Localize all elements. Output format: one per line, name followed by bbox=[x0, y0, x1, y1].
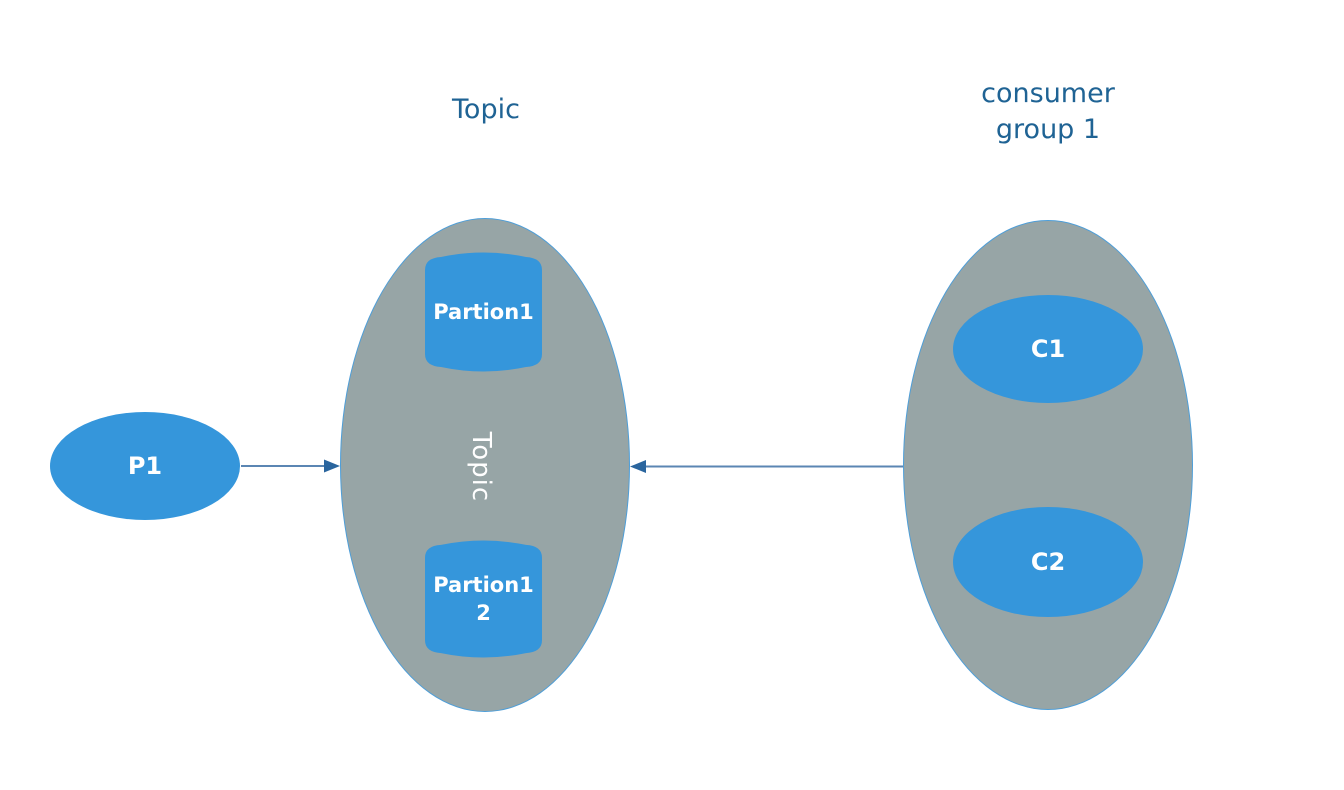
partition1-cylinder: Partion1 bbox=[425, 252, 542, 372]
producer-to-topic-arrow bbox=[241, 459, 340, 473]
partition1-label: Partion1 bbox=[433, 300, 534, 324]
topic-title: Topic bbox=[452, 94, 520, 125]
partition2-cylinder: Partion1 2 bbox=[425, 540, 542, 658]
producer-p1-label: P1 bbox=[127, 452, 163, 480]
producer-p1-node: P1 bbox=[50, 412, 240, 520]
consumer-group-to-topic-arrow bbox=[630, 460, 903, 473]
consumer-c2-label: C2 bbox=[1030, 548, 1066, 576]
topic-ellipse-vertical-label: Topic bbox=[466, 431, 496, 503]
cylinder-shape bbox=[425, 252, 542, 372]
cylinder-shape bbox=[425, 540, 542, 658]
consumer-c2-node: C2 bbox=[953, 507, 1143, 617]
consumer-c1-node: C1 bbox=[953, 295, 1143, 403]
consumer-group-title: consumer group 1 bbox=[981, 78, 1115, 145]
consumer-c1-label: C1 bbox=[1030, 335, 1066, 363]
consumer-group-ellipse bbox=[903, 220, 1193, 710]
partition2-label: Partion1 2 bbox=[433, 573, 534, 625]
